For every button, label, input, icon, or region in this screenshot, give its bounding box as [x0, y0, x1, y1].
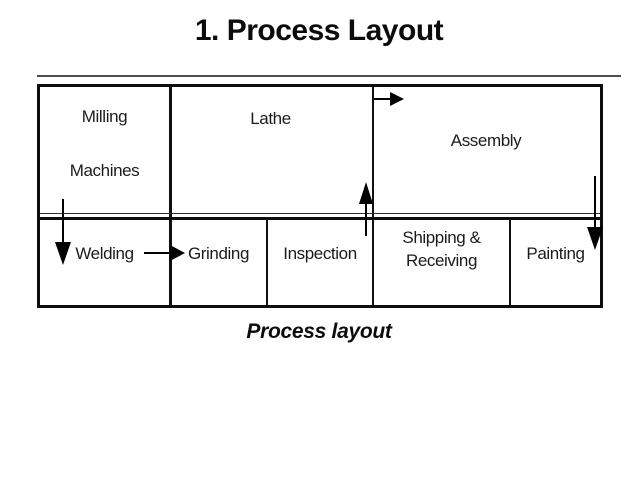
- dept-milling-label-line2: Machines: [69, 161, 140, 180]
- dept-grinding-label: Grinding: [187, 244, 250, 263]
- dept-painting-label: Painting: [526, 244, 585, 263]
- arrow-right-head-icon: [170, 245, 185, 261]
- divider-grinding-inspection: [266, 217, 268, 305]
- slide-title: 1. Process Layout: [194, 14, 444, 47]
- row-divider-thin-line: [40, 213, 600, 214]
- arrow-shaft: [62, 199, 64, 243]
- arrow-shaft: [365, 203, 367, 236]
- process-layout-diagram: Milling Machines Lathe Assembly Welding …: [37, 84, 603, 308]
- divider-milling-lathe: [169, 87, 172, 305]
- divider-shipping-painting: [509, 217, 511, 305]
- dept-shipping-label-line1: Shipping &: [402, 228, 481, 247]
- dept-inspection-label: Inspection: [283, 244, 357, 263]
- arrow-shaft: [594, 176, 596, 229]
- arrow-down-head-icon: [587, 227, 603, 250]
- dept-lathe-label: Lathe: [250, 109, 291, 128]
- arrow-down-head-icon: [55, 242, 71, 265]
- top-rule-line: [37, 75, 621, 77]
- dept-assembly-label: Assembly: [450, 131, 522, 150]
- arrow-shaft: [373, 98, 391, 100]
- dept-shipping-label-line2: Receiving: [405, 251, 478, 270]
- dept-welding-label: Welding: [75, 244, 134, 263]
- dept-milling-label-line1: Milling: [81, 107, 128, 126]
- arrow-up-head-icon: [359, 182, 373, 204]
- row-divider-thick-line: [40, 217, 600, 220]
- divider-lathe-assembly: [372, 87, 374, 305]
- arrow-shaft: [144, 252, 171, 254]
- diagram-caption: Process layout: [246, 320, 392, 343]
- arrow-right-head-icon: [390, 92, 404, 106]
